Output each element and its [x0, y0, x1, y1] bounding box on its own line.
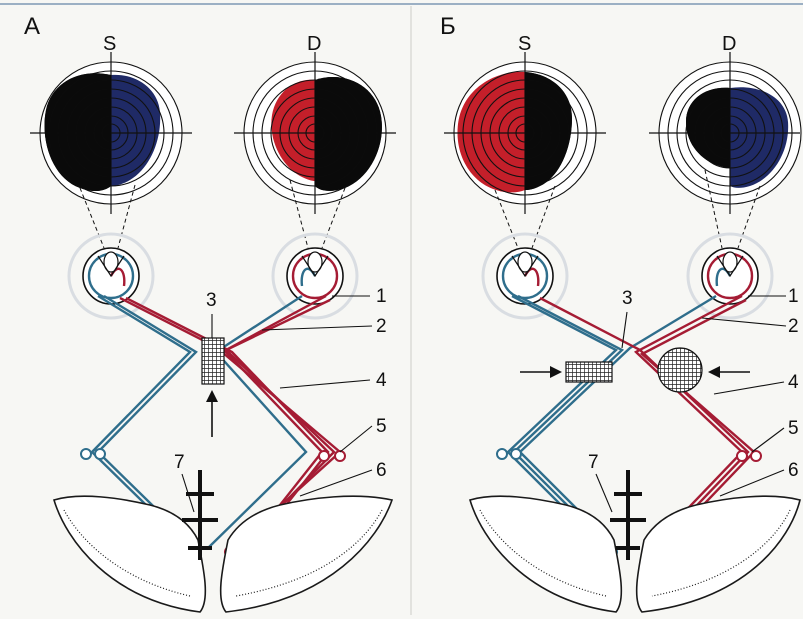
panel-b-calcarine [610, 470, 646, 560]
panel-a-label-5: 5 [376, 416, 387, 437]
panel-b-leaders [595, 295, 787, 513]
panel-b-right-eye [686, 232, 774, 320]
panel-a-label-3: 3 [206, 290, 217, 311]
panel-a: А S D [24, 13, 396, 613]
panel-a-letter: А [24, 13, 40, 40]
panel-a-right-eye-label: D [307, 33, 321, 55]
panel-a-left-visual-field [30, 52, 192, 214]
panel-a-lesion-arrow [206, 390, 218, 437]
panel-b-label-3: 3 [622, 288, 633, 309]
panel-a-chiasm-lesion [201, 337, 225, 385]
panel-b-left-eye [481, 232, 569, 320]
panel-a-pathways [90, 294, 342, 549]
panel-a-left-eye [67, 232, 155, 320]
panel-b-left-visual-field [444, 52, 606, 214]
panel-b-right-eye-label: D [722, 33, 736, 55]
panel-b-left-lesion [565, 361, 613, 383]
panel-a-label-2: 2 [376, 316, 387, 337]
panel-b-left-lesion-arrow [520, 366, 562, 378]
panel-a-label-7: 7 [174, 452, 185, 473]
panel-b-left-lgn [496, 448, 522, 460]
panel-b-right-lesion [657, 347, 703, 393]
panel-b: Б S D [440, 13, 802, 613]
panel-b-label-5: 5 [788, 418, 799, 439]
panel-b-label-1: 1 [788, 286, 799, 307]
panel-a-calcarine [182, 470, 218, 560]
panel-a-label-1: 1 [376, 286, 387, 307]
panel-a-label-4: 4 [376, 370, 387, 391]
panel-a-label-6: 6 [376, 460, 387, 481]
panel-a-occipital-cortex [53, 495, 394, 613]
panel-a-left-lgn [80, 448, 106, 460]
panel-b-right-lesion-arrow [708, 366, 750, 378]
panel-a-left-eye-label: S [103, 33, 116, 55]
panel-b-left-eye-label: S [518, 33, 531, 55]
panel-b-label-7: 7 [588, 452, 599, 473]
panel-b-right-visual-field [649, 52, 802, 214]
panel-a-right-eye [271, 232, 359, 320]
panel-a-projection-lines [79, 179, 346, 249]
panel-b-pathways [506, 294, 756, 549]
panel-b-label-4: 4 [788, 372, 799, 393]
panel-b-label-6: 6 [788, 460, 799, 481]
panel-b-occipital-cortex [469, 495, 801, 613]
panel-a-right-lgn [318, 450, 346, 462]
panel-b-label-2: 2 [788, 316, 799, 337]
panel-a-leaders [181, 295, 373, 513]
panel-b-letter: Б [440, 13, 456, 40]
panel-b-right-lgn [736, 450, 762, 462]
panel-a-right-visual-field [234, 52, 396, 214]
